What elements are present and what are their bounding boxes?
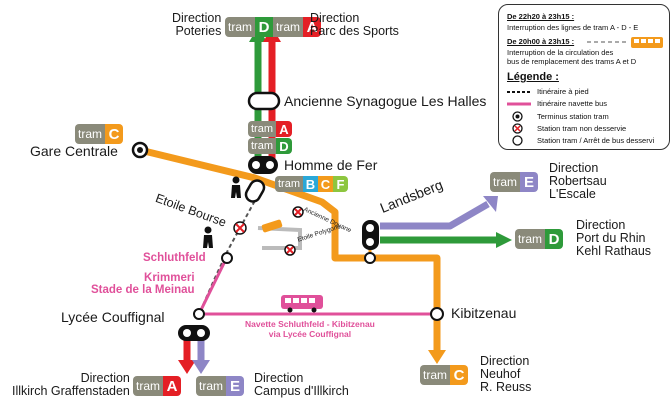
station-label-schluthfeld: Schluthfeld: [143, 252, 206, 264]
homme-de-fer-dot-1: [252, 161, 260, 169]
legend-bus-stop-icon: [512, 135, 523, 146]
arrow-line-a-south: [178, 360, 196, 374]
line-c-badge: C: [450, 365, 468, 385]
station-landsberg-bus: [364, 252, 376, 264]
navette-gray-link: [257, 226, 302, 250]
ancienne-douane-x: [294, 208, 302, 216]
homme-de-fer-dot-2: [266, 161, 274, 169]
badge-port-d: tram D: [515, 229, 563, 249]
badge-robertsau-e: tram E: [490, 172, 538, 192]
station-kibitzenau: [430, 307, 444, 321]
navette-label: Navette Schluthfeld - Kibitzenau via Lyc…: [245, 319, 375, 339]
legend-non-desservie-icon: [512, 123, 523, 134]
legend-terminus-icon: [512, 111, 523, 122]
navette-bus-icon: [281, 295, 323, 313]
station-lycee-couffignal-tram: [178, 325, 210, 341]
tram-word: tram: [133, 376, 163, 396]
line-c-badge: C: [318, 176, 333, 192]
etoile-bourse-x: [235, 223, 245, 233]
legend-terminus: Terminus station tram: [537, 112, 609, 121]
badge-homme-de-fer: tram B C F: [275, 176, 348, 192]
station-schluthfeld: [221, 252, 233, 264]
legend-title: Légende :: [507, 71, 559, 83]
landsberg-dot-2: [366, 238, 374, 246]
direction-poteries: Direction Poteries: [172, 11, 222, 39]
navette-route: [198, 254, 437, 316]
tram-word: tram: [515, 229, 545, 249]
direction-illkirch-graffenstaden: Direction Illkirch Graffenstaden: [12, 371, 130, 399]
legend-navette-icon: [507, 102, 531, 106]
badge-top: tram D tram A: [225, 17, 321, 37]
legend-walk: Itinéraire à pied: [537, 87, 589, 96]
direction-campus-illkirch: Direction Campus d'Illkirch: [254, 371, 349, 399]
line-d-badge: D: [545, 229, 563, 249]
etoile-polygone-x: [286, 246, 294, 254]
lycee-dot-1: [183, 329, 191, 337]
tram-word: tram: [196, 376, 226, 396]
legend-box: De 22h20 à 23h15 : Interruption des lign…: [498, 4, 670, 150]
tram-line-c: [139, 146, 441, 352]
tram-word: tram: [248, 121, 276, 137]
line-a-badge: A: [303, 17, 321, 37]
direction-robertsau: Direction Robertsau L'Escale: [549, 161, 607, 202]
line-b-badge: B: [303, 176, 318, 192]
legend-interruption-text: Interruption des lignes de tram A - D - …: [507, 23, 639, 32]
arrow-line-e-robertsau: [483, 196, 498, 212]
tram-word: tram: [225, 17, 255, 37]
line-e-badge: E: [520, 172, 538, 192]
direction-port-du-rhin: Direction Port du Rhin Kehl Rathaus: [576, 218, 652, 259]
badge-synagogue-a: tram A: [248, 121, 292, 137]
tram-word: tram: [275, 176, 303, 192]
line-c-badge: C: [105, 124, 123, 144]
line-f-badge: F: [333, 176, 348, 192]
legend-bus-time: De 20h00 à 23h15 :: [507, 37, 575, 46]
station-synagogue: [247, 91, 281, 111]
station-label-krimmeri: Krimmeri Stade de la Meinau: [91, 272, 195, 297]
arrow-line-e-south: [192, 360, 210, 374]
lycee-dot-2: [197, 329, 205, 337]
badge-campus-e: tram E: [196, 376, 244, 396]
station-homme-de-fer: [248, 156, 278, 174]
legend-walk-icon: [507, 91, 531, 93]
arrow-line-d-east: [496, 232, 512, 248]
station-label-synagogue: Ancienne Synagogue Les Halles: [284, 93, 487, 109]
direction-parc-des-sports: Direction Parc des Sports: [310, 11, 399, 39]
line-a-badge: A: [163, 376, 181, 396]
tram-line-e-robertsau: [380, 200, 490, 230]
arrow-line-c-neuhof: [428, 350, 446, 364]
tram-word: tram: [75, 124, 105, 144]
badge-synagogue-d: tram D: [248, 138, 292, 154]
line-e-badge: E: [226, 376, 244, 396]
station-label-kibitzenau: Kibitzenau: [451, 305, 517, 321]
line-d-badge: D: [255, 17, 273, 37]
legend-bus-stop: Station tram / Arrêt de bus desservi: [537, 136, 655, 145]
station-label-homme-de-fer: Homme de Fer: [284, 157, 378, 173]
tram-word: tram: [248, 138, 276, 154]
pedestrian-icon: [203, 176, 241, 248]
tram-word: tram: [420, 365, 450, 385]
line-d-badge: D: [276, 138, 292, 154]
station-label-gare-centrale: Gare Centrale: [30, 143, 118, 159]
direction-neuhof: Direction Neuhof R. Reuss: [480, 354, 532, 395]
station-lycee-couffignal: [193, 308, 205, 320]
legend-non-desservie: Station tram non desservie: [537, 124, 627, 133]
gare-centrale-dot: [137, 147, 143, 153]
legend-navette: Itinéraire navette bus: [537, 99, 608, 108]
badge-neuhof-c: tram C: [420, 365, 468, 385]
station-label-lycee-couffignal: Lycée Couffignal: [61, 309, 165, 325]
landsberg-dot-1: [366, 224, 374, 232]
station-homme-de-fer-bus: [244, 179, 266, 203]
legend-interruption-time: De 22h20 à 23h15 :: [507, 12, 575, 21]
line-a-badge: A: [276, 121, 292, 137]
badge-illkirch-a: tram A: [133, 376, 181, 396]
bus-icon-small: [261, 219, 283, 233]
tram-word: tram: [490, 172, 520, 192]
legend-bus-text: Interruption de la circulation des bus d…: [507, 48, 637, 66]
tram-word: tram: [273, 17, 303, 37]
badge-gare-c: tram C: [75, 124, 123, 144]
legend-bus-dashed-icon: [587, 37, 663, 48]
